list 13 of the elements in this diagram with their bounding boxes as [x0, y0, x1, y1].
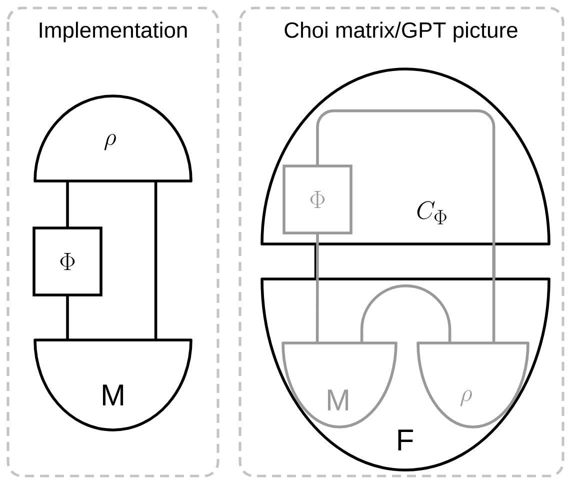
- measurement-dome: M: [34, 338, 192, 432]
- wire: [66, 181, 69, 228]
- wire: [360, 284, 452, 343]
- wire: [314, 244, 318, 279]
- state-dome: $\rho$: [416, 342, 530, 428]
- wire: [154, 181, 158, 340]
- measurement-dome: M: [282, 342, 398, 428]
- state-dome: $\rho$: [34, 94, 192, 182]
- wire: [316, 233, 319, 343]
- wire: [66, 295, 69, 340]
- wire: [316, 109, 496, 343]
- process-box: $\Phi$: [32, 226, 102, 296]
- process-box: $\Phi$: [282, 164, 352, 234]
